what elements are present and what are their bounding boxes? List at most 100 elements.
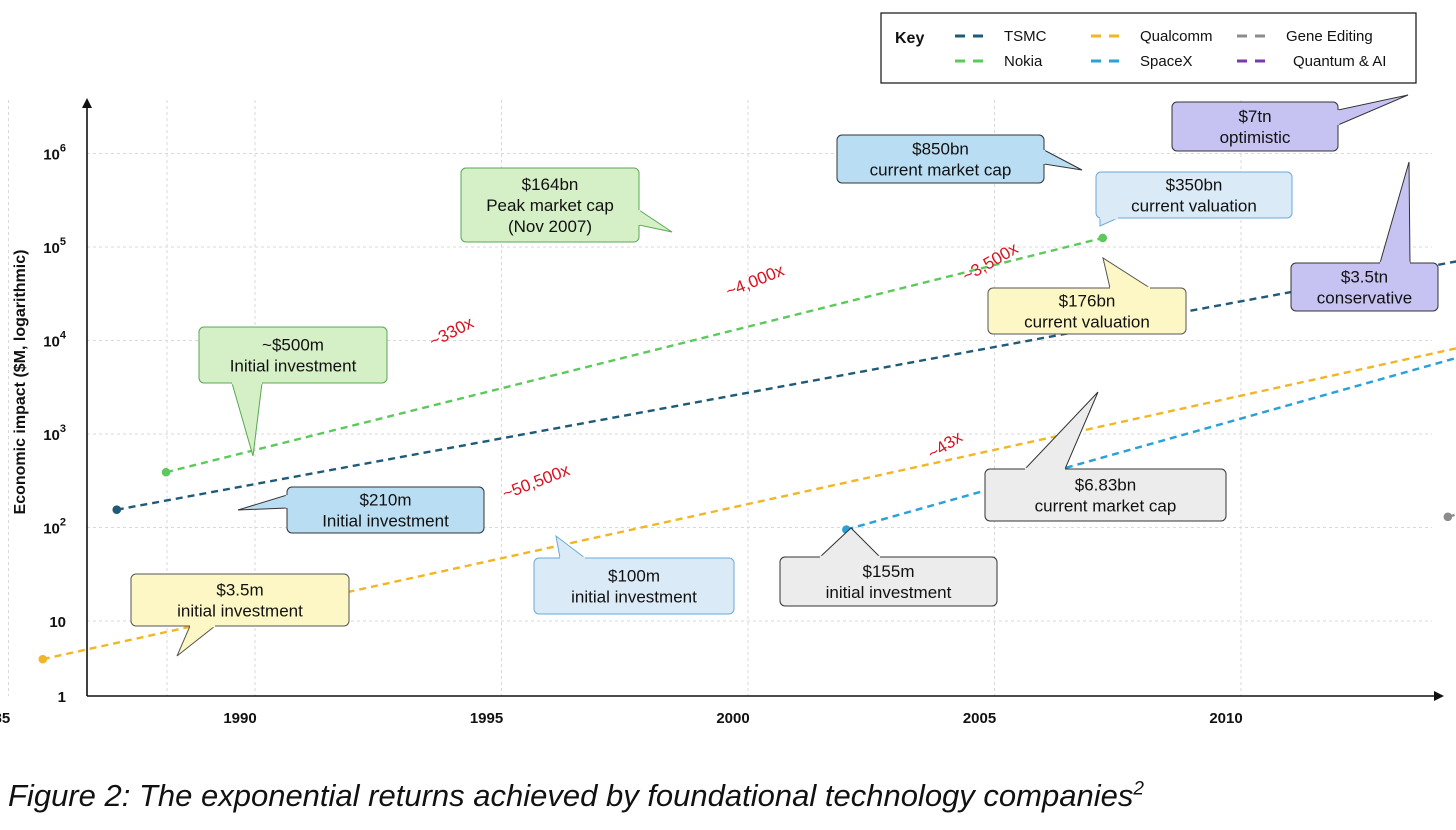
callout-box [286, 486, 485, 534]
nokia-end-point [1098, 233, 1108, 243]
y-tick-label: 1 [58, 689, 66, 706]
callout-text: $3.5m [216, 581, 263, 600]
callout-text: Initial investment [230, 357, 357, 376]
callout-text: $7tn [1238, 107, 1271, 126]
spacex-legend-label: SpaceX [1140, 53, 1193, 70]
callout-box [198, 326, 388, 384]
callout-text: initial investment [177, 602, 303, 621]
callout-text: current valuation [1024, 313, 1150, 332]
x-tick-label: 1985 [0, 710, 10, 727]
figure-caption: Figure 2: The exponential returns achiev… [8, 778, 1144, 814]
gene-editing-legend-label: Gene Editing [1286, 28, 1373, 45]
x-tick-label: 2000 [716, 710, 749, 727]
callout-text: $210m [360, 491, 412, 510]
gene-editing-callout: $6.83bn current market cap [984, 391, 1227, 522]
qualcomm-start-point [38, 654, 48, 664]
callout-text: conservative [1317, 289, 1412, 308]
callout-box [533, 557, 735, 615]
y-tick-label: 106 [43, 143, 66, 164]
callout-text: $6.83bn [1075, 476, 1136, 495]
callout-pointer [818, 527, 882, 558]
callout-text: $100m [608, 567, 660, 586]
callout-pointer [237, 494, 288, 511]
callout-box [460, 167, 640, 243]
legend-title: Key [895, 30, 924, 47]
series-lines [38, 233, 1456, 664]
callout-text: initial investment [826, 583, 952, 602]
caption-text: Figure 2: The exponential returns achiev… [8, 778, 1134, 813]
qualcomm-line [42, 347, 1456, 661]
y-tick-label: 104 [43, 330, 67, 351]
tsmc-callout: $850bn current market cap [836, 134, 1083, 184]
multiplier-labels: ~330x~4,000x~50,500x~3,500x~43x [426, 239, 1021, 504]
y-tick-label: 102 [43, 517, 66, 538]
callout-text: $155m [863, 562, 915, 581]
legend-box [880, 12, 1417, 84]
nokia-line [165, 236, 1104, 474]
callout-pointer [1337, 94, 1409, 126]
nokia-multiplier: ~330x [426, 313, 477, 351]
y-axis-arrow [82, 98, 92, 108]
callout-text: current market cap [1035, 497, 1177, 516]
qualcomm-legend-label: Qualcomm [1140, 28, 1213, 45]
spacex-callout: $100m initial investment [533, 534, 735, 615]
callout-pointer [176, 625, 217, 657]
callout-box [130, 573, 350, 627]
y-tick-label: 10 [49, 614, 66, 631]
callout-pointer [1043, 149, 1083, 171]
gene-editing-callout: $155m initial investment [779, 527, 998, 607]
tsmc-multiplier: ~4,000x [723, 260, 787, 301]
axes [82, 98, 1444, 701]
callout-text: current valuation [1131, 197, 1257, 216]
callout-text: $164bn [522, 175, 579, 194]
callout-pointer [1102, 256, 1152, 289]
qualcomm-callout: $3.5m initial investment [130, 573, 350, 657]
tsmc-legend-label: TSMC [1004, 28, 1047, 45]
callout-text: current market cap [870, 161, 1012, 180]
y-tick-label: 105 [43, 236, 66, 257]
quantum-ai-legend-label: Quantum & AI [1293, 53, 1386, 70]
callout-text: (Nov 2007) [508, 217, 592, 236]
callout-text: optimistic [1220, 128, 1291, 147]
tsmc-line [116, 260, 1456, 511]
nokia-legend-label: Nokia [1004, 53, 1043, 70]
callout-box [1290, 262, 1439, 312]
qualcomm-multiplier: ~50,500x [500, 460, 573, 503]
tick-labels: 1985199019952000200520102015202020252030… [0, 143, 1456, 728]
quantum-ai-callout: $3.5tn conservative [1290, 161, 1439, 312]
callout-box [984, 468, 1227, 522]
gene-editing-line [1447, 513, 1456, 519]
callout-box [779, 556, 998, 607]
callout-box [987, 287, 1187, 335]
x-tick-label: 2010 [1209, 710, 1242, 727]
x-tick-label: 2005 [963, 710, 996, 727]
callout-box [1095, 171, 1293, 219]
caption-superscript: 2 [1133, 778, 1144, 800]
quantum-ai-callout: $7tn optimistic [1171, 94, 1409, 152]
callout-pointer [638, 209, 673, 233]
callout-text: Peak market cap [486, 196, 614, 215]
callout-pointer [231, 382, 263, 457]
tsmc-start-point [112, 505, 122, 515]
callout-text: Initial investment [322, 512, 449, 531]
callout-box [1171, 101, 1339, 152]
x-tick-label: 1995 [470, 710, 503, 727]
callout-text: $3.5tn [1341, 268, 1388, 287]
callout-text: $176bn [1059, 292, 1116, 311]
callout-text: ~$500m [262, 336, 324, 355]
x-tick-label: 1990 [223, 710, 256, 727]
callout-text: $850bn [912, 140, 969, 159]
callout-text: initial investment [571, 588, 697, 607]
x-axis-arrow [1434, 691, 1444, 701]
qualcomm-callout: $176bn current valuation [987, 256, 1187, 335]
callout-pointer [555, 534, 587, 559]
callout-pointer [1379, 161, 1411, 264]
y-tick-label: 103 [43, 423, 66, 444]
y-axis-label: Economic impact ($M, logarithmic) [12, 250, 29, 515]
